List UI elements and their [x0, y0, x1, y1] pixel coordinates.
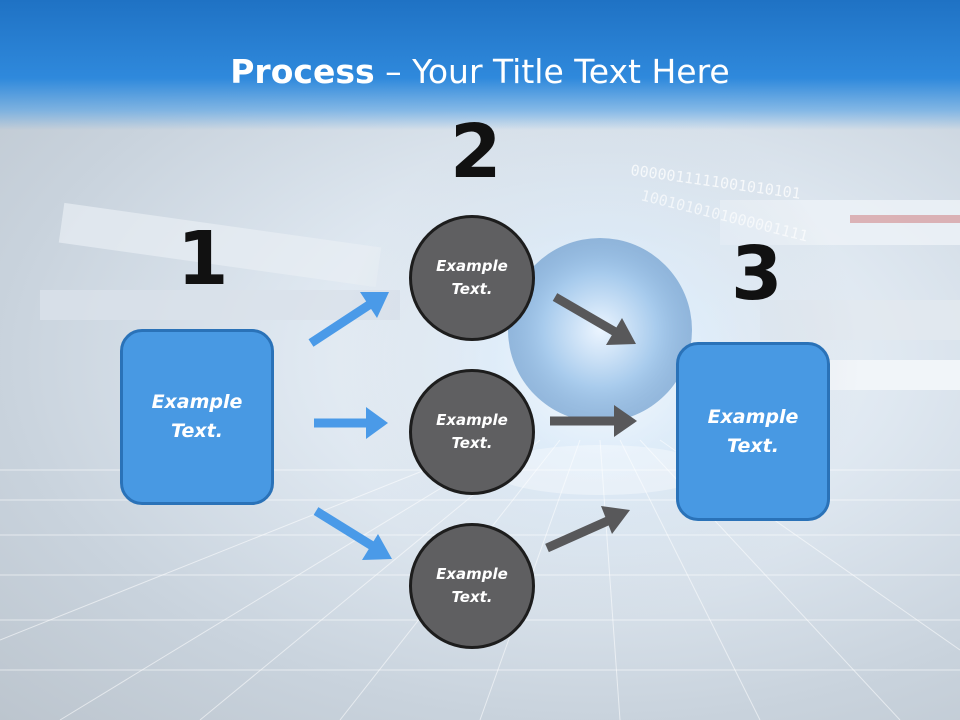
- gray-arrow-up: [545, 506, 630, 553]
- circle-middle-text: Example Text.: [436, 411, 508, 452]
- left-box: Example Text.: [120, 329, 274, 505]
- blue-arrow-up: [308, 292, 389, 347]
- circle-top: Example Text.: [409, 215, 535, 341]
- step-number-3: 3: [731, 231, 783, 317]
- circle-bottom-text: Example Text.: [436, 565, 508, 606]
- title-rest: – Your Title Text Here: [374, 52, 730, 91]
- blue-arrow-right: [314, 407, 388, 439]
- gray-arrow-down: [552, 293, 636, 345]
- right-box-text: Example Text.: [707, 405, 799, 457]
- globe-graphic: [508, 238, 692, 422]
- title-bold: Process: [230, 52, 375, 91]
- right-box: Example Text.: [676, 342, 830, 521]
- left-box-text: Example Text.: [151, 391, 243, 442]
- blue-arrow-down: [313, 507, 392, 560]
- circle-middle: Example Text.: [409, 369, 535, 495]
- gray-arrow-right: [550, 405, 637, 437]
- step-number-1: 1: [177, 216, 229, 302]
- circle-top-text: Example Text.: [436, 257, 508, 298]
- circle-bottom: Example Text.: [409, 523, 535, 649]
- page-title: Process – Your Title Text Here: [0, 52, 960, 91]
- title-bar: [0, 0, 960, 130]
- step-number-2: 2: [450, 109, 502, 195]
